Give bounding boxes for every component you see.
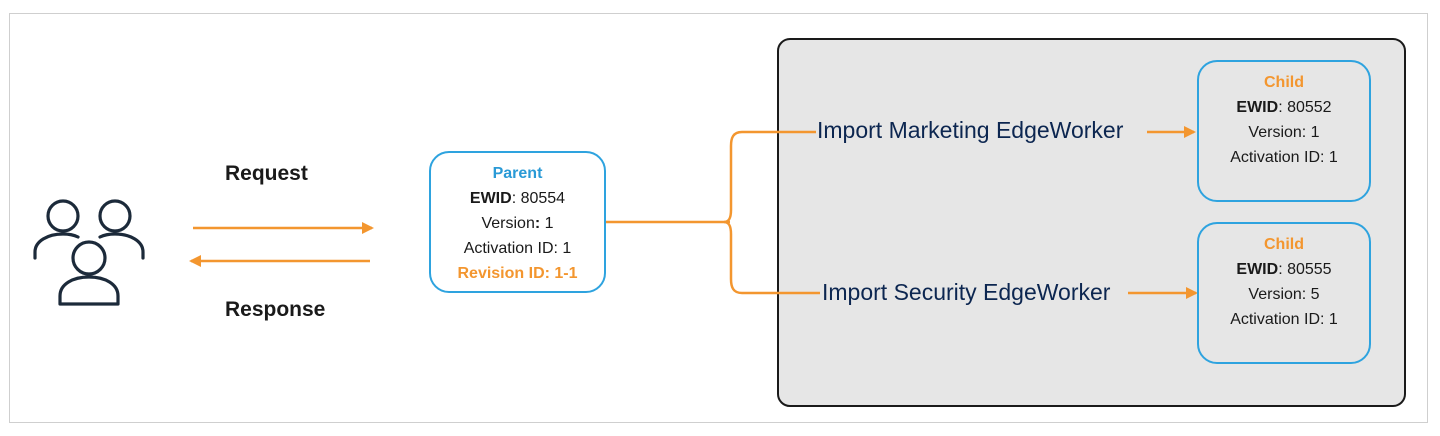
child-title: Child	[1264, 236, 1304, 253]
child-title: Child	[1264, 74, 1304, 91]
child-ewid-value: : 80552	[1278, 99, 1332, 116]
import-marketing-label: Import Marketing EdgeWorker	[817, 117, 1124, 143]
parent-version-row: Version: 1	[431, 211, 604, 236]
child-node-marketing: Child EWID: 80552 Version: 1 Activation …	[1197, 60, 1371, 202]
parent-version-value: 1	[540, 215, 554, 232]
response-label: Response	[225, 298, 326, 321]
child-activation: Activation ID: 1	[1230, 149, 1338, 166]
child-ewid-row: EWID: 80555	[1199, 257, 1369, 282]
parent-version-sep: :	[534, 215, 541, 232]
parent-ewid-value: : 80554	[511, 190, 566, 207]
parent-ewid-key: EWID	[469, 190, 512, 207]
child-ewid-value: : 80555	[1278, 261, 1332, 278]
child-ewid-key: EWID	[1236, 261, 1279, 278]
parent-title: Parent	[492, 165, 543, 182]
import-security-label: Import Security EdgeWorker	[822, 279, 1111, 305]
child-ewid-key: EWID	[1236, 99, 1279, 116]
parent-version-key: Version	[481, 215, 535, 232]
request-label: Request	[225, 162, 308, 185]
branch-brace	[723, 130, 743, 295]
parent-activation: Activation ID: 1	[463, 240, 572, 257]
child-version: Version: 1	[1248, 124, 1320, 141]
child-version: Version: 5	[1248, 286, 1320, 303]
child-ewid-row: EWID: 80552	[1199, 95, 1369, 120]
child-node-security: Child EWID: 80555 Version: 5 Activation …	[1197, 222, 1371, 364]
users-group-icon	[33, 199, 145, 306]
parent-node: Parent EWID: 80554 Version: 1 Activation…	[429, 151, 606, 293]
child-activation: Activation ID: 1	[1230, 311, 1338, 328]
parent-ewid-row: EWID: 80554	[431, 186, 604, 211]
parent-revision: Revision ID: 1-1	[457, 265, 578, 282]
